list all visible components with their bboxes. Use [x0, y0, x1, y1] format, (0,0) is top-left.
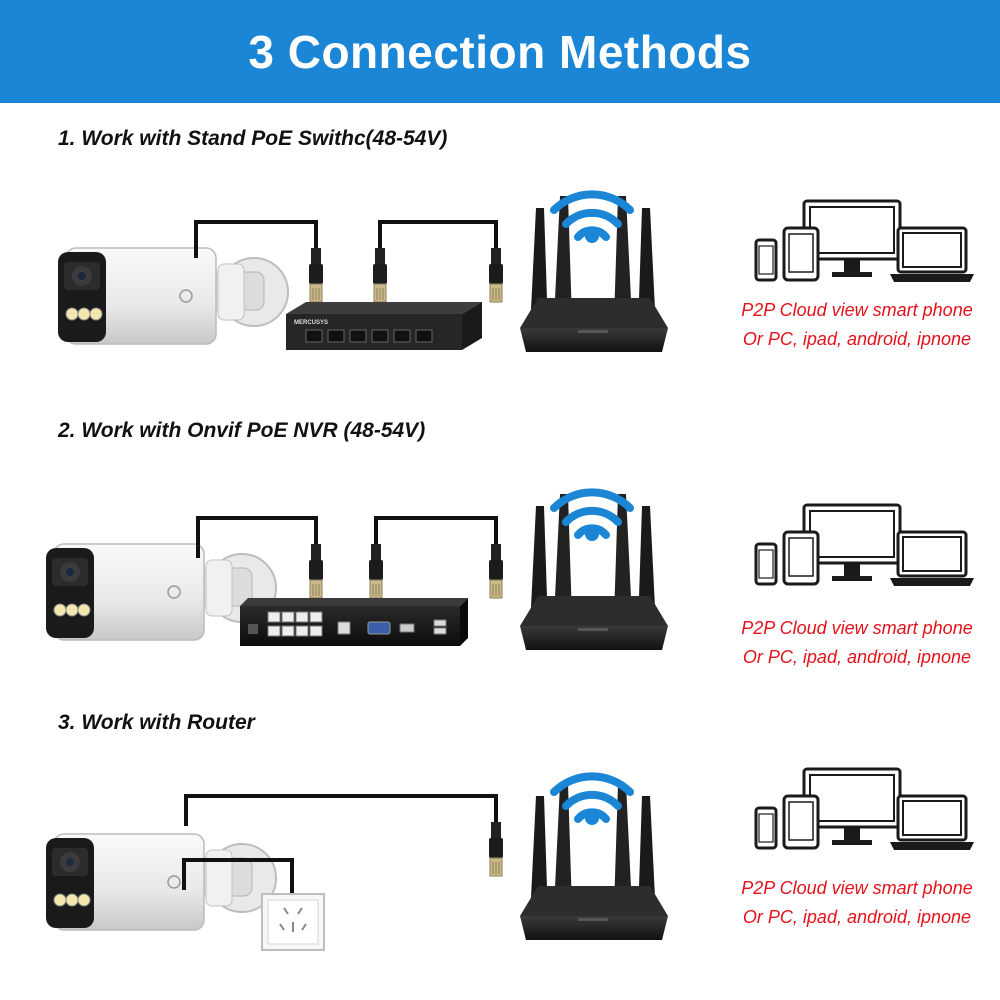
rj45-plug-icon [488, 247, 504, 303]
cable-nvr-to-router [374, 516, 498, 546]
method-1-diagram: MERCUSYS [57, 170, 976, 352]
caption-line-1: P2P Cloud view smart phone [741, 878, 973, 898]
title-banner: 3 Connection Methods [0, 0, 1000, 103]
method-2-caption: P2P Cloud view smart phone Or PC, ipad, … [727, 614, 987, 672]
method-1-heading: 1. Work with Stand PoE Swithc(48-54V) [58, 127, 448, 150]
caption-line-1: P2P Cloud view smart phone [741, 618, 973, 638]
wifi-dot [585, 229, 599, 243]
rj45-plug-icon [308, 543, 324, 599]
switch-brand-label: MERCUSYS [294, 320, 328, 326]
viewing-devices-icon [754, 503, 976, 588]
method-2-heading: 2. Work with Onvif PoE NVR (48-54V) [58, 419, 426, 442]
wifi-dot [585, 811, 599, 825]
camera-3 [45, 833, 277, 931]
method-2-diagram [45, 472, 976, 650]
rj45-plug-icon [488, 543, 504, 599]
poe-nvr [240, 598, 468, 646]
rj45-plug-icon [368, 543, 384, 599]
caption-line-1: P2P Cloud view smart phone [741, 300, 973, 320]
cable-camera-to-nvr [196, 516, 318, 558]
cable-camera-to-outlet [182, 858, 294, 900]
power-outlet-icon [261, 893, 325, 951]
page-title: 3 Connection Methods [248, 25, 752, 78]
wifi-dot [585, 527, 599, 541]
router-2 [520, 494, 668, 650]
cable-camera-to-router [184, 794, 498, 826]
cable-switch-to-router [378, 220, 498, 250]
method-1-caption: P2P Cloud view smart phone Or PC, ipad, … [727, 296, 987, 354]
rj45-plug-icon [372, 247, 388, 303]
viewing-devices-icon [754, 767, 976, 852]
viewing-devices-icon [754, 199, 976, 284]
camera-1 [57, 247, 289, 345]
caption-line-2: Or PC, ipad, android, ipnone [742, 647, 972, 667]
cable-camera-to-switch [194, 220, 318, 258]
method-3-caption: P2P Cloud view smart phone Or PC, ipad, … [727, 874, 987, 932]
router-1 [520, 196, 668, 352]
method-3-diagram [45, 767, 976, 951]
router-3 [520, 784, 668, 940]
rj45-plug-icon [488, 821, 504, 877]
method-3-heading: 3. Work with Router [58, 711, 255, 734]
caption-line-2: Or PC, ipad, android, ipnone [742, 907, 972, 927]
poe-switch: MERCUSYS [286, 302, 482, 350]
caption-line-2: Or PC, ipad, android, ipnone [742, 329, 972, 349]
rj45-plug-icon [308, 247, 324, 303]
